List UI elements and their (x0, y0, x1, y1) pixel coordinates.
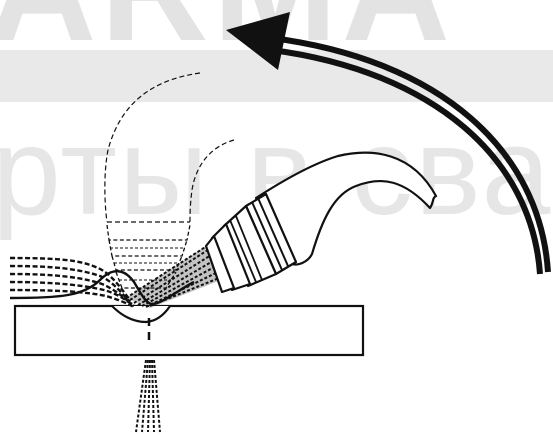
rotation-arrow-shaft-inner (271, 47, 543, 275)
arc-spatter-cone (125, 243, 225, 308)
rotation-arrow-head (226, 12, 290, 70)
weld-bead-layers (9, 256, 135, 309)
watermark-logo-text: ARMA (0, 0, 454, 72)
penetration-beam (135, 359, 161, 433)
arc-spatter-fill (126, 242, 226, 308)
workpiece-plate (13, 304, 365, 357)
torch-nozzle-tip (204, 234, 236, 294)
weld-pool (111, 305, 171, 324)
inclined-welding-torch (204, 151, 438, 294)
torch-body (254, 151, 438, 266)
rotation-arrow-shaft (271, 35, 551, 273)
vertical-torch-ghost (104, 72, 235, 289)
rotation-arrow (226, 12, 551, 275)
